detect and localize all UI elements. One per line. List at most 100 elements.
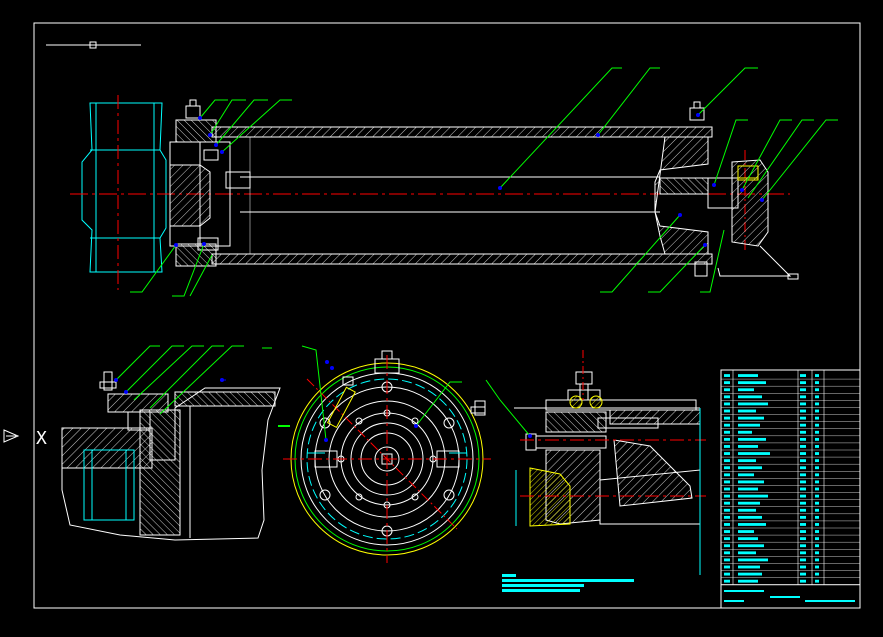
table-cell-text [724,487,730,491]
table-cell-text [800,423,806,427]
table-cell-text [800,544,806,548]
table-cell-text [738,565,760,569]
table-cell-text [800,530,806,533]
table-cell-text [815,473,819,477]
table-cell-text [815,459,819,463]
table-cell-text [724,445,730,448]
table-cell-text [800,515,806,519]
table-cell-text [815,551,819,555]
leader-lines-main [130,67,838,297]
table-cell-text [724,579,730,583]
table-cell-text [724,544,730,548]
table-cell-text [724,402,730,406]
table-cell-text [800,558,806,562]
table-cell-text [738,452,770,455]
table-cell-text [800,388,806,392]
balloon-markers [174,113,764,247]
title-block [720,584,861,609]
flange-end-view [283,350,491,563]
bearing-seat-detail [61,345,281,541]
table-cell-text [724,530,730,533]
left-hub [169,99,251,267]
ucs-axis-icon [3,429,20,443]
ucs-axis-label: X [36,428,47,449]
table-cell-text [800,494,806,498]
table-cell-text [800,551,806,555]
table-cell-text [738,437,766,441]
table-cell-text [724,416,730,420]
table-cell-text [738,579,758,583]
table-cell-text [800,537,806,541]
table-cell-text [800,466,806,470]
table-cell-text [800,473,806,477]
table-cell-text [738,388,754,392]
table-cell-text [815,466,819,470]
table-cell-text [815,395,819,399]
table-cell-text [800,395,806,399]
table-cell-text [800,445,806,448]
table-cell-text [800,508,806,512]
technical-notes [502,574,634,592]
table-cell-text [724,423,730,427]
table-cell-text [815,558,819,562]
table-cell-text [724,508,730,512]
title-block-text [805,600,855,602]
table-cell-text [738,501,760,505]
table-cell-text [724,572,730,576]
right-hub [654,101,799,280]
table-cell-text [724,395,730,399]
table-cell-text [724,430,730,434]
table-cell-text [815,437,819,441]
scale-bar [46,41,141,49]
table-cell-text [738,544,764,548]
table-cell-text [815,530,819,533]
table-cell-text [815,515,819,519]
table-cell-text [815,445,819,448]
table-cell-text [815,544,819,548]
table-cell-text [738,466,762,470]
table-cell-text [724,388,730,392]
table-cell-text [738,473,754,477]
table-cell-text [815,494,819,498]
table-cell-text [815,416,819,420]
table-cell-text [800,459,806,463]
motor-outline [81,102,167,273]
table-cell-text [724,437,730,441]
table-cell-text [815,523,819,526]
table-cell-text [738,523,766,526]
table-cell-text [738,374,758,377]
table-cell-text [800,579,806,583]
table-cell-text [800,487,806,491]
table-cell-text [800,480,806,484]
table-cell-text [738,537,758,541]
table-cell-text [800,409,806,413]
table-cell-text [724,558,730,562]
drum-shell-bottom [211,253,713,265]
table-cell-text [815,572,819,576]
table-cell-text [815,565,819,569]
table-cell-text [738,487,758,491]
table-cell-text [724,515,730,519]
table-cell-text [815,409,819,413]
table-cell-text [815,381,819,385]
parts-list-table [720,369,861,609]
title-block-text [770,596,800,598]
table-cell-text [800,452,806,455]
table-cell-text [738,430,752,434]
main-drum-section [70,67,838,297]
table-cell-text [800,523,806,526]
table-cell-text [800,565,806,569]
table-cell-text [800,430,806,434]
table-cell-text [815,452,819,455]
table-cell-text [724,409,730,413]
table-cell-text [724,452,730,455]
table-cell-text [815,480,819,484]
table-cell-text [738,508,756,512]
table-cell-text [738,572,762,576]
table-cell-text [800,402,806,406]
table-cell-text [815,388,819,392]
table-cell-text [815,423,819,427]
title-block-text [724,600,744,602]
